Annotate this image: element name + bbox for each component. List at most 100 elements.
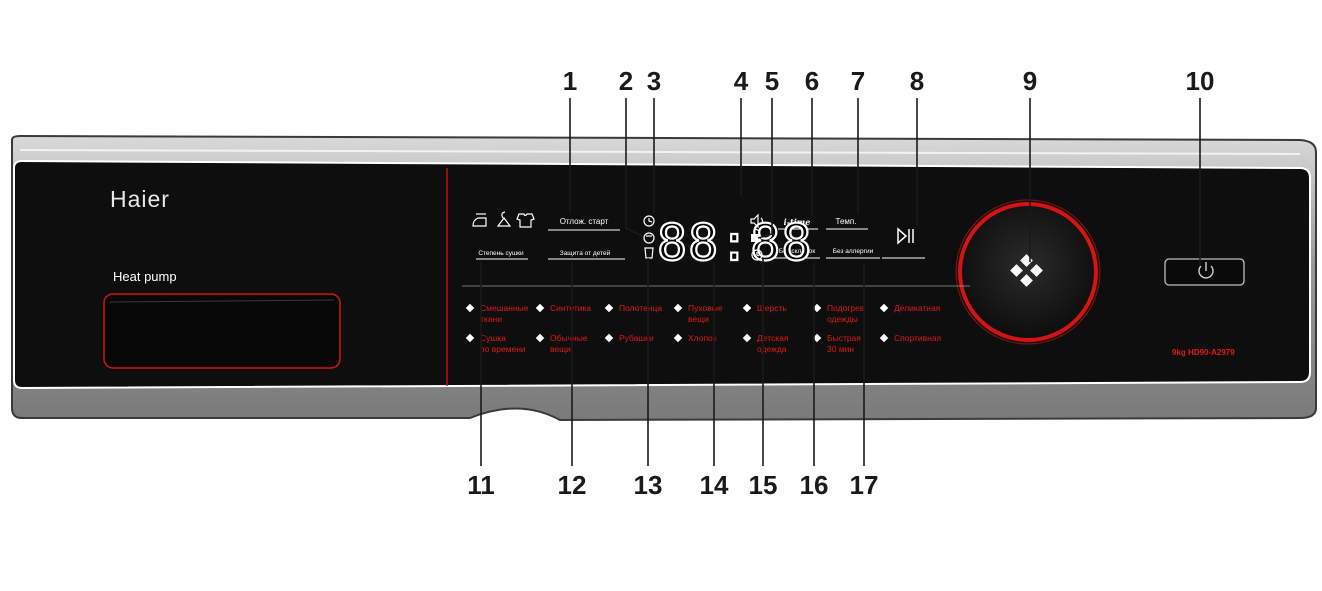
itime-button[interactable]: i-time bbox=[784, 217, 811, 227]
digit-display: 88:88 bbox=[657, 214, 813, 272]
program-label: Сушка bbox=[480, 333, 506, 343]
child-lock-button[interactable]: Защита от детей bbox=[560, 249, 611, 257]
callout-number: 7 bbox=[851, 66, 865, 96]
dry-level-button[interactable]: Степень сушки bbox=[478, 250, 524, 257]
program-item[interactable]: Спортивная bbox=[879, 333, 942, 343]
anti-allergy-button[interactable]: Без аллергии bbox=[833, 248, 874, 255]
clock-icon bbox=[643, 215, 655, 227]
callout-number: 15 bbox=[749, 470, 778, 500]
key-lock-icon bbox=[751, 228, 760, 242]
program-diamond-icon bbox=[812, 303, 822, 313]
callout-number: 16 bbox=[800, 470, 829, 500]
housing-highlight bbox=[19, 149, 1301, 155]
callout-number: 5 bbox=[765, 66, 779, 96]
iron-icon bbox=[472, 213, 487, 227]
program-label: Подогрев bbox=[827, 303, 865, 313]
shirt-icon bbox=[516, 213, 535, 228]
hanger-icon bbox=[496, 211, 512, 227]
leader-line bbox=[625, 98, 643, 237]
callout-number: 9 bbox=[1023, 66, 1037, 96]
program-label: Полотенца bbox=[619, 303, 662, 313]
callout-number: 11 bbox=[467, 470, 495, 500]
callout-number: 1 bbox=[563, 66, 577, 96]
program-item[interactable]: Рубашки bbox=[604, 333, 654, 343]
program-label: Быстрая bbox=[827, 333, 861, 343]
program-label: одежда bbox=[757, 344, 787, 354]
program-item[interactable]: Шерсть bbox=[742, 303, 788, 313]
callout-number: 8 bbox=[910, 66, 924, 96]
program-label: Обычные bbox=[550, 333, 588, 343]
program-item[interactable]: Хлопок bbox=[673, 333, 717, 343]
program-label: вещи bbox=[550, 344, 571, 354]
sound-icon bbox=[750, 213, 764, 229]
play-pause-icon[interactable] bbox=[897, 227, 914, 245]
program-label: Пуховые bbox=[688, 303, 723, 313]
program-diamond-icon bbox=[742, 333, 752, 343]
program-diamond-icon bbox=[742, 303, 752, 313]
power-icon bbox=[1198, 262, 1214, 279]
leader-line bbox=[757, 98, 773, 239]
callout-number: 12 bbox=[558, 470, 587, 500]
program-diamond-icon bbox=[465, 333, 475, 343]
program-label: ткани bbox=[480, 314, 502, 324]
callout-number: 2 bbox=[619, 66, 633, 96]
program-diamond-icon bbox=[673, 333, 683, 343]
program-label: 30 мин bbox=[827, 344, 854, 354]
anti-crease-button[interactable]: Без складок bbox=[779, 248, 816, 255]
program-item[interactable]: Деликатная bbox=[879, 303, 941, 313]
timer-icon bbox=[643, 232, 655, 244]
program-label: Деликатная bbox=[894, 303, 941, 313]
program-diamond-icon bbox=[535, 303, 545, 313]
program-dial[interactable] bbox=[958, 202, 1098, 342]
callout-number: 3 bbox=[647, 66, 661, 96]
callout-number: 4 bbox=[734, 66, 749, 96]
program-item[interactable]: Синтетика bbox=[535, 303, 592, 313]
program-label: Шерсть bbox=[757, 303, 787, 313]
alarm-icon bbox=[751, 249, 763, 261]
callout-number: 17 bbox=[850, 470, 879, 500]
detergent-drawer[interactable] bbox=[103, 293, 341, 369]
program-label: Смешанные bbox=[480, 303, 529, 313]
program-label: одежды bbox=[827, 314, 858, 324]
program-diamond-icon bbox=[673, 303, 683, 313]
power-button[interactable] bbox=[1164, 258, 1245, 286]
delay-start-button[interactable]: Отлож. старт bbox=[560, 217, 609, 226]
program-label: Детская bbox=[757, 333, 789, 343]
program-label: Спортивная bbox=[894, 333, 942, 343]
program-diamond-icon bbox=[604, 333, 614, 343]
model-label: 9kg HD90-A2979 bbox=[1172, 348, 1235, 357]
program-diamond-icon bbox=[812, 333, 822, 343]
callout-number: 13 bbox=[634, 470, 663, 500]
program-diamond-icon bbox=[604, 303, 614, 313]
program-diamond-icon bbox=[465, 303, 475, 313]
program-label: Рубашки bbox=[619, 333, 654, 343]
program-diamond-icon bbox=[879, 303, 889, 313]
callout-number: 10 bbox=[1186, 66, 1215, 96]
drawer-shine bbox=[109, 299, 335, 303]
program-label: вещи bbox=[688, 314, 709, 324]
callout-number: 6 bbox=[805, 66, 819, 96]
callout-leaders bbox=[480, 98, 1201, 466]
program-item[interactable]: Полотенца bbox=[604, 303, 663, 313]
program-label: Синтетика bbox=[550, 303, 591, 313]
program-label: Хлопок bbox=[688, 333, 717, 343]
program-label: по времени bbox=[480, 344, 526, 354]
tank-icon bbox=[644, 247, 654, 259]
dial-ring-outer bbox=[955, 199, 1101, 345]
heat-pump-label: Heat pump bbox=[113, 269, 177, 284]
callout-number: 14 bbox=[700, 470, 729, 500]
program-diamond-icon bbox=[535, 333, 545, 343]
brand-logo: Haier bbox=[110, 186, 170, 212]
temp-button[interactable]: Темп. bbox=[836, 217, 857, 226]
program-diamond-icon bbox=[879, 333, 889, 343]
